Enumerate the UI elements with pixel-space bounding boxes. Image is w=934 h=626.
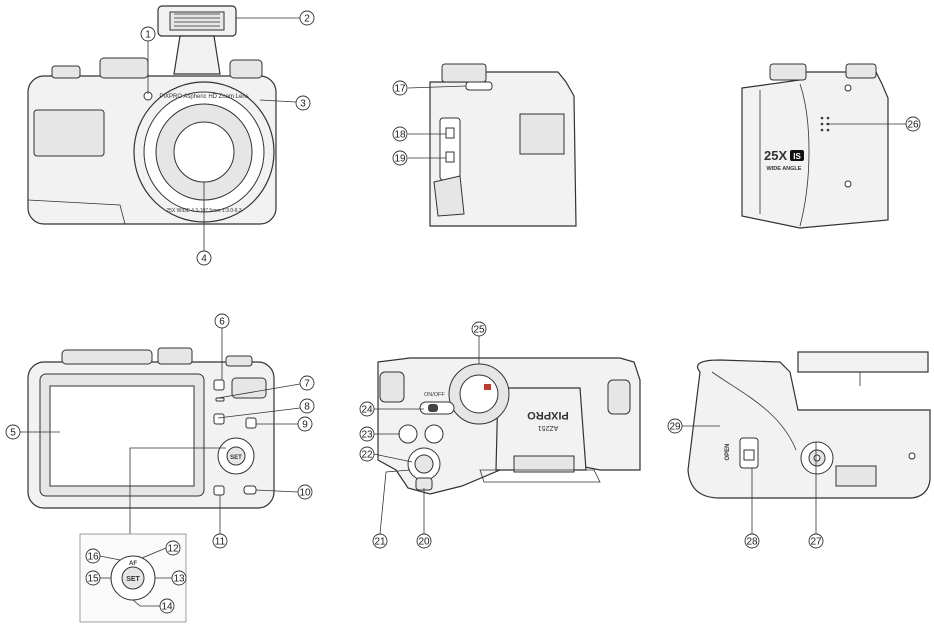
back-view: SET — [20, 328, 301, 534]
callout-11: 11 — [212, 533, 228, 549]
left-side-view — [407, 63, 577, 227]
callout-24: 24 — [359, 401, 375, 417]
svg-text:3: 3 — [300, 99, 306, 110]
svg-text:21: 21 — [374, 537, 386, 548]
set-button-label: SET — [230, 455, 242, 461]
svg-text:11: 11 — [215, 537, 226, 548]
callout-6: 6 — [214, 313, 230, 329]
wide-angle-text: WIDE ANGLE — [767, 166, 802, 172]
model-text: AZ251 — [538, 424, 559, 431]
zoom-badge-is: IS — [793, 152, 801, 161]
svg-text:14: 14 — [161, 602, 173, 613]
brand-text: PIXPRO — [527, 409, 569, 421]
callout-markers: 1 2 3 4 5 6 7 8 9 10 11 12 13 14 15 16 1… — [5, 10, 921, 614]
svg-text:1: 1 — [145, 30, 151, 41]
svg-text:2: 2 — [304, 14, 310, 25]
right-side-view: 25X IS WIDE ANGLE — [741, 63, 906, 229]
inset-af-label: AF — [129, 561, 137, 567]
svg-text:28: 28 — [746, 537, 758, 548]
svg-text:29: 29 — [669, 422, 681, 433]
svg-text:7: 7 — [304, 379, 310, 390]
callout-15: 15 — [85, 570, 101, 586]
callout-18: 18 — [392, 126, 408, 142]
inset-set-label: SET — [126, 576, 140, 583]
svg-text:16: 16 — [87, 552, 99, 563]
svg-text:25: 25 — [473, 325, 485, 336]
callout-13: 13 — [171, 570, 187, 586]
callout-20: 20 — [416, 533, 432, 549]
svg-text:18: 18 — [394, 130, 406, 141]
svg-text:23: 23 — [361, 430, 373, 441]
svg-text:22: 22 — [361, 450, 373, 461]
callout-25: 25 — [471, 321, 487, 337]
svg-text:24: 24 — [361, 405, 373, 416]
top-view: ON/OFF AZ251 PIXPRO — [373, 336, 641, 535]
svg-text:4: 4 — [201, 254, 207, 265]
callout-19: 19 — [392, 150, 408, 166]
svg-text:12: 12 — [167, 544, 179, 555]
svg-text:26: 26 — [907, 120, 919, 131]
svg-text:20: 20 — [418, 537, 430, 548]
callout-28: 28 — [744, 533, 760, 549]
on-off-label: ON/OFF — [424, 392, 445, 398]
svg-text:10: 10 — [299, 488, 311, 499]
lens-ring-text: PIXPRO Aspheric HD Zoom Lens — [159, 94, 248, 100]
callout-4: 4 — [196, 250, 212, 266]
svg-text:17: 17 — [394, 84, 406, 95]
open-label: OPEN — [725, 443, 731, 460]
svg-text:6: 6 — [219, 317, 225, 328]
callout-1: 1 — [140, 26, 156, 42]
front-view: PIXPRO Aspheric HD Zoom Lens 25X WIDE 4.… — [27, 5, 300, 252]
svg-text:15: 15 — [87, 574, 99, 585]
mode-dial — [448, 363, 510, 425]
callout-27: 27 — [808, 533, 824, 549]
flash-unit — [157, 5, 237, 75]
callout-21: 21 — [372, 533, 388, 549]
callout-16: 16 — [85, 548, 101, 564]
callout-2: 2 — [299, 10, 315, 26]
svg-text:8: 8 — [304, 402, 310, 413]
callout-23: 23 — [359, 426, 375, 442]
callout-17: 17 — [392, 80, 408, 96]
callout-26: 26 — [905, 116, 921, 132]
callout-3: 3 — [295, 95, 311, 111]
callout-14: 14 — [159, 598, 175, 614]
bottom-view: OPEN — [682, 351, 931, 534]
callout-12: 12 — [165, 540, 181, 556]
svg-text:5: 5 — [10, 428, 16, 439]
svg-text:9: 9 — [302, 420, 308, 431]
callout-22: 22 — [359, 446, 375, 462]
svg-text:19: 19 — [394, 154, 406, 165]
callout-8: 8 — [299, 398, 315, 414]
lens-assembly — [133, 81, 275, 223]
callout-9: 9 — [297, 416, 313, 432]
callout-5: 5 — [5, 424, 21, 440]
svg-text:13: 13 — [173, 574, 185, 585]
callout-10: 10 — [297, 484, 313, 500]
callout-29: 29 — [667, 418, 683, 434]
zoom-badge: 25X — [764, 148, 787, 163]
svg-text:27: 27 — [810, 537, 822, 548]
callout-7: 7 — [299, 375, 315, 391]
